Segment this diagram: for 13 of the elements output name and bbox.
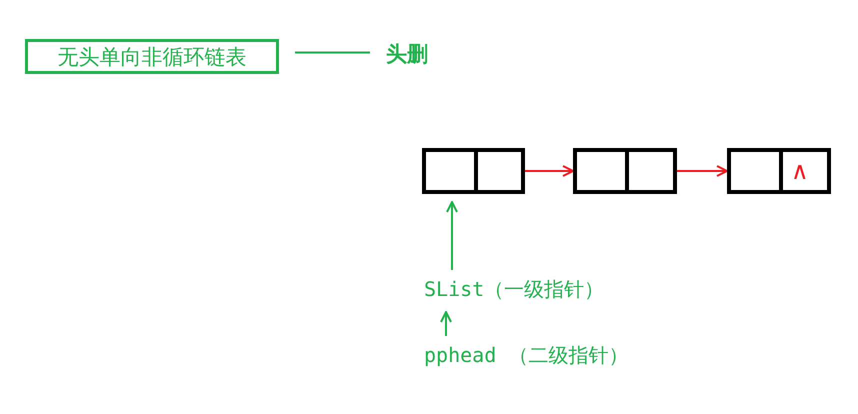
title-box: 无头单向非循环链表: [25, 39, 279, 74]
pointer-label: SList（一级指针）: [424, 274, 604, 304]
arrow: [525, 165, 574, 177]
connector-line: [295, 52, 370, 54]
pointer-label: pphead （二级指针）: [424, 340, 628, 370]
list-node-box: [422, 148, 525, 194]
arrow: [446, 201, 458, 270]
null-symbol: ∧: [791, 156, 809, 186]
list-node-box: [573, 148, 677, 194]
operation-label: 头删: [386, 38, 428, 70]
list-node-box: [727, 148, 831, 194]
arrow: [440, 311, 452, 336]
arrow: [677, 165, 728, 177]
